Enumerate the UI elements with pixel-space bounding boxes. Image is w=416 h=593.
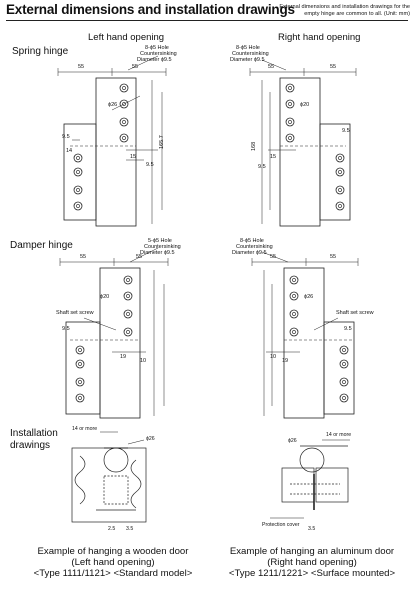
installation-label-2: drawings — [10, 440, 51, 451]
install-left-d26: ϕ26 — [146, 436, 155, 442]
damper-left-dim-10: 10 — [140, 358, 146, 364]
install-left-d25: 2.5 — [108, 526, 115, 532]
spring-left-dim-95: 9.5 — [62, 134, 70, 140]
spring-left-dim-95b: 9.5 — [146, 162, 154, 168]
caption-left-line2: (Left hand opening) — [71, 557, 155, 569]
spring-left-cs-callout: Countersinking — [140, 51, 177, 57]
damper-left-dim-55a: 55 — [80, 254, 86, 260]
install-right-d26: ϕ26 — [288, 438, 297, 444]
spring-left-holes-callout: 8-ϕ5 Hole — [145, 45, 169, 51]
damper-right-holes — [289, 275, 349, 403]
leaf-front — [63, 123, 97, 221]
install-right-ormore: 14 or more — [326, 432, 351, 438]
leaf-back — [95, 77, 137, 227]
installation-label-1: Installation — [10, 428, 58, 439]
unit-note: External dimensions and installation dra… — [279, 4, 410, 17]
damper-left-dim-d20: ϕ20 — [100, 294, 109, 300]
damper-right-shaft-callout: Shaft set screw — [336, 310, 374, 316]
damper-right-dim-55b: 55 — [330, 254, 336, 260]
spring-right-dim-55a: 55 — [268, 64, 274, 70]
damper-left-shaft-callout: Shaft set screw — [56, 310, 94, 316]
spring-left-drawing — [57, 55, 167, 227]
caption-right: Example of hanging an aluminum door (Rig… — [214, 546, 410, 580]
spring-hinge-label: Spring hinge — [12, 46, 69, 57]
spring-right-dim-15: 15 — [270, 154, 276, 160]
install-left-d35: 3.5 — [126, 526, 133, 532]
damper-right-cs-callout: Countersinking — [236, 244, 273, 250]
damper-right-dim-95: 9.5 — [344, 326, 352, 332]
damper-right-dim-55a: 55 — [270, 254, 276, 260]
spring-right-dia-callout: Diameter ϕ9.5 — [230, 57, 265, 63]
damper-right-dia-callout: Diameter ϕ9.5 — [232, 250, 267, 256]
spring-right-dim-168: 168 — [251, 142, 257, 151]
spring-right-dim-95b: 9.5 — [258, 164, 266, 170]
damper-hinge-label: Damper hinge — [10, 240, 73, 251]
caption-right-line2: (Right hand opening) — [267, 557, 357, 569]
right-hand-header: Right hand opening — [278, 32, 361, 43]
damper-right-dim-d26: ϕ26 — [304, 294, 313, 300]
install-right-d35: 3.5 — [308, 526, 315, 532]
spring-left-dim-55b: 55 — [132, 64, 138, 70]
spring-right-holes — [285, 83, 345, 211]
install-right-cover: Protection cover — [262, 522, 300, 528]
spring-left-dim-15: 15 — [130, 154, 136, 160]
left-hand-header: Left hand opening — [88, 32, 165, 43]
install-left-ormore: 14 or more — [72, 426, 97, 432]
install-left-drawing — [71, 431, 147, 523]
damper-right-dim-19: 19 — [282, 358, 288, 364]
title-rule — [6, 20, 408, 21]
caption-left-line1: Example of hanging a wooden door — [37, 546, 189, 557]
spring-right-holes-callout: 8-ϕ5 Hole — [236, 45, 260, 51]
spring-right-dim-d20: ϕ20 — [300, 102, 309, 108]
damper-left-cs-callout: Countersinking — [144, 244, 181, 250]
damper-right-dim-10: 10 — [270, 354, 276, 360]
caption-left-line3: <Type 1111/1121> <Standard model> — [33, 568, 193, 580]
damper-left-drawing — [59, 247, 169, 419]
spring-left-dim-d26: ϕ26 — [108, 102, 117, 108]
spring-left-dim-14: 14 — [66, 148, 72, 154]
caption-left: Example of hanging a wooden door (Left h… — [18, 546, 208, 580]
spring-left-dim-165: 165.7 — [159, 135, 165, 149]
spring-right-cs-callout: Countersinking — [232, 51, 269, 57]
spring-left-dim-55a: 55 — [78, 64, 84, 70]
damper-left-dim-95: 9.5 — [62, 326, 70, 332]
damper-right-holes-callout: 8-ϕ5 Hole — [240, 238, 264, 244]
spring-right-dim-55b: 55 — [330, 64, 336, 70]
spring-right-drawing — [249, 59, 357, 227]
damper-left-dim-19: 19 — [120, 354, 126, 360]
damper-right-drawing — [251, 251, 359, 419]
damper-left-dim-55b: 55 — [136, 254, 142, 260]
damper-left-holes-callout: 5-ϕ5 Hole — [148, 238, 172, 244]
install-right-drawing — [270, 439, 350, 519]
page-title: External dimensions and installation dra… — [6, 2, 295, 17]
caption-right-line1: Example of hanging an aluminum door — [229, 546, 395, 557]
spring-left-holes — [73, 83, 129, 211]
spring-left-dia-callout: Diameter ϕ9.5 — [137, 57, 172, 63]
damper-left-dia-callout: Diameter ϕ9.5 — [140, 250, 175, 256]
spring-right-dim-95: 9.5 — [342, 128, 350, 134]
caption-right-line3: <Type 1211/1221> <Surface mounted> — [228, 568, 396, 580]
